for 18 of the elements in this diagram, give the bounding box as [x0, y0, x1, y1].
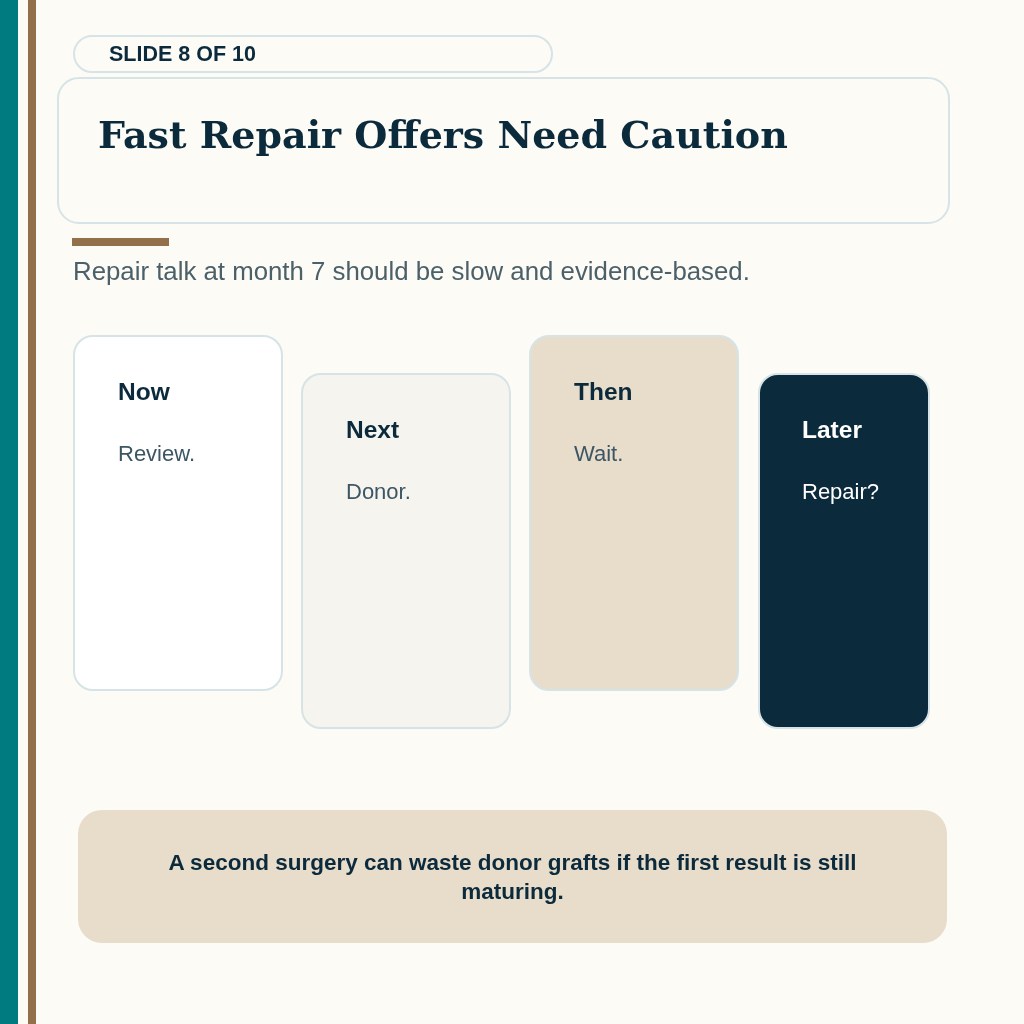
stage-card: [758, 373, 930, 729]
card-text: Donor.: [346, 479, 412, 506]
card-text: Wait.: [574, 441, 625, 468]
card-heading: Then: [574, 377, 634, 407]
card-heading: Now: [118, 377, 171, 407]
stage-card: [301, 373, 511, 729]
slide-counter-pill: [73, 35, 553, 73]
callout-panel: [78, 810, 947, 943]
stage-card: [73, 335, 283, 691]
card-text: Review.: [118, 441, 197, 468]
card-heading: Next: [346, 415, 401, 445]
subtitle: Repair talk at month 7 should be slow and evidence-based.: [73, 256, 750, 287]
card-heading: Later: [802, 415, 863, 445]
card-text: Repair?: [802, 479, 881, 506]
slide-counter: SLIDE 8 OF 10: [109, 42, 256, 68]
callout-text: A second surgery can waste donor grafts if the first result is still maturing.: [167, 848, 858, 906]
slide-title: Fast Repair Offers Need Caution: [98, 112, 788, 158]
stage-card: [529, 335, 739, 691]
